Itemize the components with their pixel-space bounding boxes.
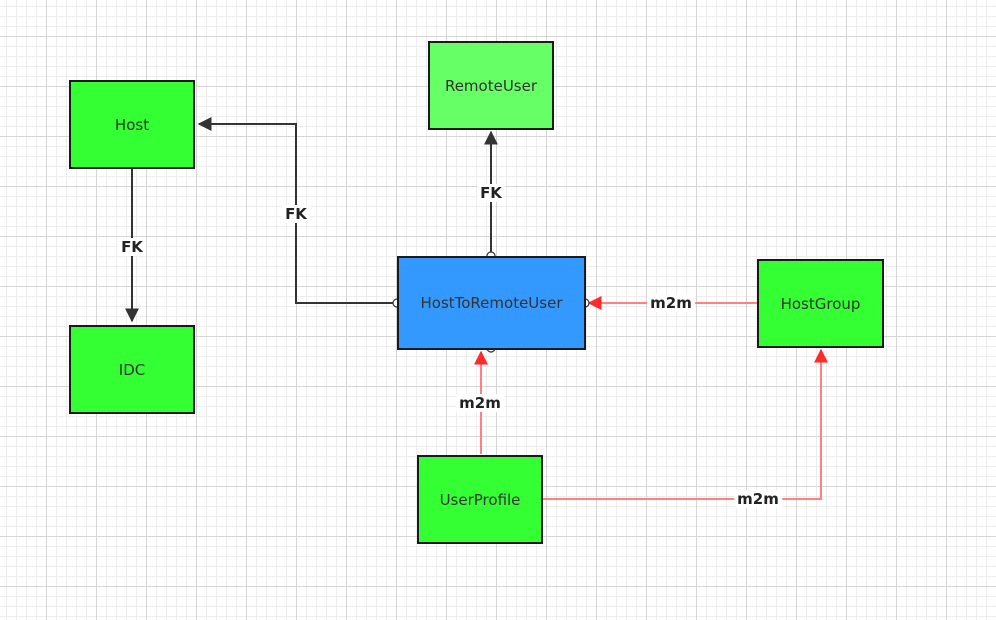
node-remote-user[interactable]: RemoteUser [428, 41, 554, 130]
edge-label-hostgroup-htru: m2m [647, 294, 695, 312]
edge-label-htru-remote-user: FK [477, 184, 505, 202]
node-user-profile[interactable]: UserProfile [417, 455, 543, 544]
edge-label-userprofile-hostgroup: m2m [734, 490, 782, 508]
edge-label-htru-host: FK [282, 205, 310, 223]
node-host-group[interactable]: HostGroup [757, 259, 884, 348]
edge-label-userprofile-htru: m2m [456, 394, 504, 412]
node-host[interactable]: Host [69, 80, 195, 169]
node-idc[interactable]: IDC [69, 325, 195, 414]
edge-userprofile-hostgroup[interactable] [543, 348, 828, 500]
edge-label-host-idc: FK [118, 238, 146, 256]
node-host-to-remote-user[interactable]: HostToRemoteUser [397, 256, 586, 350]
